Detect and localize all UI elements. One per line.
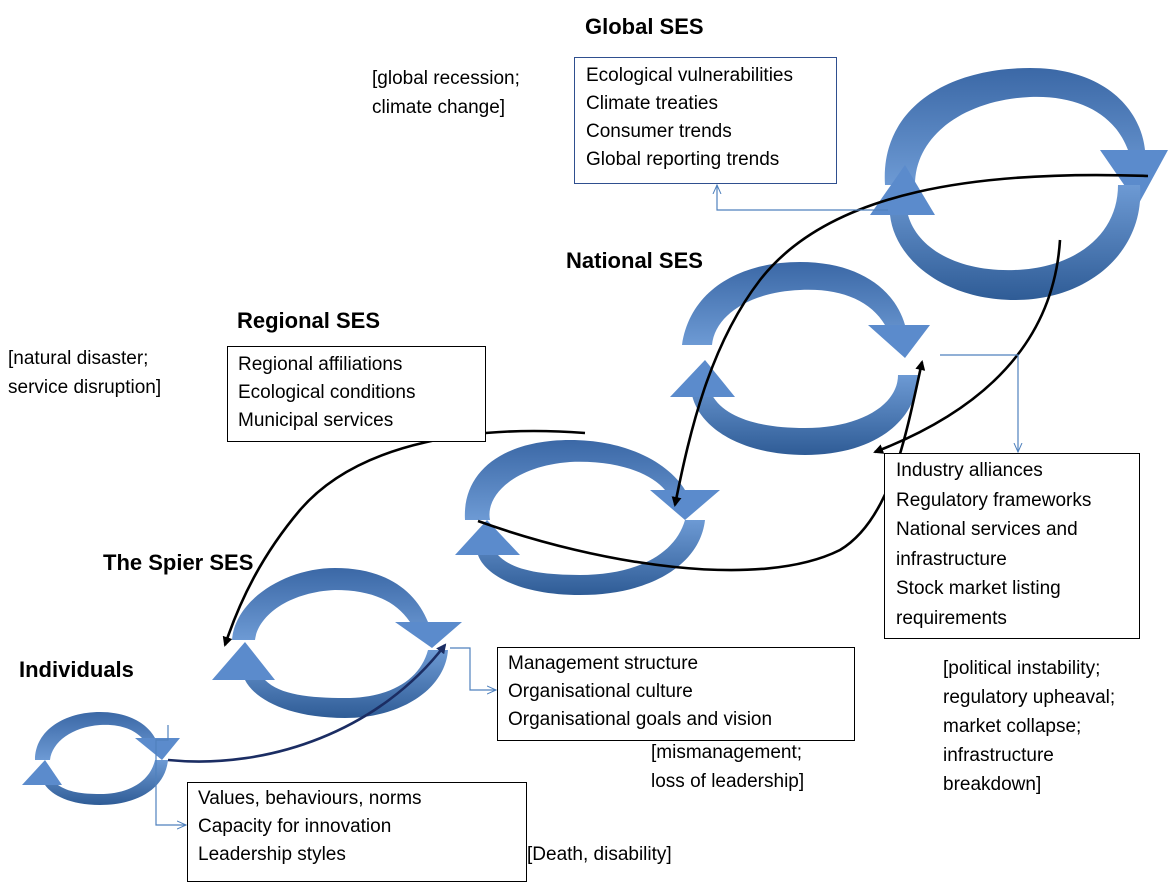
- disturbance-line: [natural disaster;: [8, 348, 149, 369]
- disturbance-line: breakdown]: [943, 774, 1042, 795]
- factor-item: Capacity for innovation: [198, 816, 392, 837]
- factor-item: Values, behaviours, norms: [198, 788, 422, 809]
- factor-item: requirements: [896, 607, 1007, 629]
- connector-national: [940, 354, 1018, 452]
- factor-item: Climate treaties: [586, 93, 718, 114]
- factor-item: Ecological conditions: [238, 382, 416, 403]
- connector-global: [717, 185, 888, 211]
- individuals-cycle: [22, 712, 180, 805]
- factor-item: Consumer trends: [586, 121, 732, 142]
- factor-item: Organisational culture: [508, 681, 693, 702]
- disturbance-line: regulatory upheaval;: [943, 687, 1116, 708]
- disturbance-line: infrastructure: [943, 745, 1054, 766]
- global-cycle: [870, 68, 1168, 300]
- link-global-to-regional: [671, 173, 1149, 507]
- factor-item: National services and: [896, 519, 1078, 540]
- link-regional-to-spier: [222, 429, 586, 647]
- connector-individuals: [155, 725, 186, 825]
- factor-item: Global reporting trends: [586, 149, 780, 170]
- spier-cycle: [212, 568, 462, 718]
- national-disturbances: [political instability; regulatory uphea…: [943, 654, 1115, 799]
- factor-item: Ecological vulnerabilities: [586, 65, 793, 86]
- disturbance-line: climate change]: [372, 97, 506, 118]
- factor-item: infrastructure: [896, 548, 1007, 570]
- connector-spier: [450, 647, 496, 690]
- disturbance-line: [political instability;: [943, 658, 1101, 679]
- global-factors-box: Ecological vulnerabilities Climate treat…: [574, 57, 837, 184]
- spier-ses-title: The Spier SES: [103, 550, 254, 575]
- link-regional-to-national: [477, 360, 926, 572]
- spier-factors-box: Management structure Organisational cult…: [497, 647, 855, 741]
- factor-item: Industry alliances: [896, 460, 1043, 481]
- factor-item: Stock market listing: [896, 578, 1061, 599]
- link-global-to-national: [873, 239, 1062, 454]
- national-ses-title: National SES: [566, 248, 703, 273]
- national-factors-box: Industry alliances Regulatory frameworks…: [884, 453, 1140, 639]
- spier-disturbances: [mismanagement; loss of leadership]: [651, 738, 804, 796]
- factor-item: Management structure: [508, 653, 699, 674]
- individuals-factors-box: Values, behaviours, norms Capacity for i…: [187, 782, 527, 882]
- factor-item: Regional affiliations: [238, 354, 403, 375]
- national-cycle: [670, 262, 930, 455]
- factor-item: Municipal services: [238, 410, 394, 431]
- disturbance-line: service disruption]: [8, 377, 162, 398]
- global-ses-title: Global SES: [585, 14, 704, 39]
- disturbance-line: market collapse;: [943, 716, 1082, 737]
- individuals-title: Individuals: [19, 657, 134, 682]
- factor-item: Leadership styles: [198, 844, 346, 865]
- factor-item: Regulatory frameworks: [896, 489, 1092, 511]
- regional-ses-title: Regional SES: [237, 308, 381, 333]
- regional-disturbances: [natural disaster; service disruption]: [8, 344, 161, 402]
- regional-factors-box: Regional affiliations Ecological conditi…: [227, 346, 486, 442]
- global-disturbances: [global recession; climate change]: [372, 64, 520, 122]
- disturbance-line: [mismanagement;: [651, 742, 803, 763]
- individuals-disturbances: [Death, disability]: [527, 840, 672, 869]
- link-individuals-to-spier: [167, 643, 447, 763]
- disturbance-line: loss of leadership]: [651, 771, 805, 792]
- disturbance-line: [global recession;: [372, 68, 520, 89]
- disturbance-line: [Death, disability]: [527, 844, 672, 865]
- factor-item: Organisational goals and vision: [508, 709, 773, 730]
- regional-cycle: [455, 440, 720, 595]
